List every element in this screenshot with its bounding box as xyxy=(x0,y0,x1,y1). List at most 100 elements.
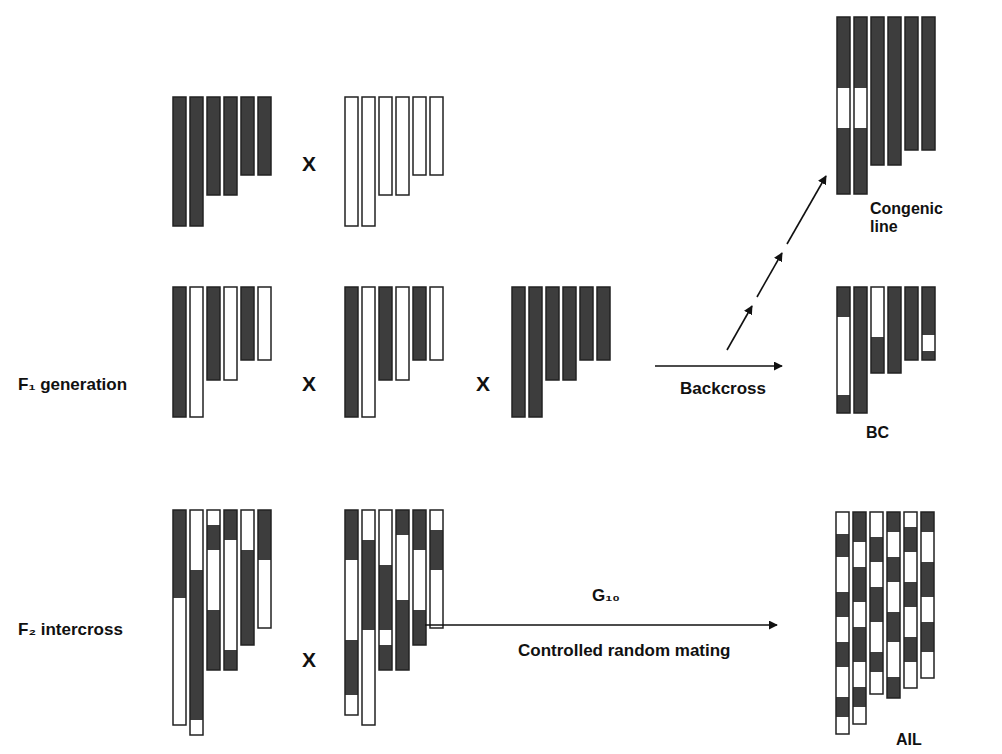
chromosome-segment xyxy=(546,287,559,380)
chromosome-segment xyxy=(854,17,867,194)
chromosome-segment xyxy=(854,128,867,194)
chromosome-segment xyxy=(379,510,392,670)
chromosome-segment xyxy=(854,287,867,413)
chromosome-segment xyxy=(430,287,443,360)
chromosome-segment xyxy=(396,510,409,670)
chromosome-segment xyxy=(888,17,901,165)
chromosome-segment xyxy=(345,560,358,640)
chromosome-segment xyxy=(837,317,850,395)
row-label: Backcross xyxy=(680,379,766,399)
chromosome-segment xyxy=(173,287,186,417)
chromosome-segment xyxy=(922,287,935,335)
congenic-arrow xyxy=(757,253,782,297)
group-label: BC xyxy=(866,424,906,442)
chromosome-segment xyxy=(379,565,392,630)
result-group: BC xyxy=(866,424,906,442)
chromosome-segment xyxy=(190,97,203,226)
chromosome-segment xyxy=(529,287,542,417)
chromosome-segment xyxy=(224,650,237,670)
chromosome-segment xyxy=(173,287,186,417)
chromosome-segment xyxy=(224,540,237,650)
chromosome-segment xyxy=(922,351,935,360)
chromosome-segment xyxy=(173,510,186,725)
chromosome-segment xyxy=(413,97,426,175)
chromosome-segment xyxy=(887,642,900,677)
chromosome-segment xyxy=(362,510,375,725)
chromosome-segment xyxy=(362,630,375,725)
chromosome-segment xyxy=(871,17,884,165)
chromosome-segment xyxy=(870,587,883,622)
chromosome-segment xyxy=(190,510,203,735)
row-label: F₂ intercross xyxy=(18,620,123,640)
chromosome-segment xyxy=(853,602,866,627)
chromosome-segment xyxy=(190,287,203,417)
chromosome-segment xyxy=(921,532,934,562)
chromosome-segment xyxy=(362,97,375,226)
chromosome-segment xyxy=(207,287,220,380)
chromosome-segment xyxy=(430,287,443,360)
intercross-arrow xyxy=(425,624,777,626)
chromosome-segment xyxy=(379,510,392,565)
row-label: G₁₀ xyxy=(592,586,620,606)
chromosome-segment xyxy=(207,510,220,525)
chromosome-segment xyxy=(853,542,866,567)
chromosome-segment xyxy=(563,287,576,380)
chromosome-segment xyxy=(173,97,186,226)
chromosome-segment xyxy=(413,510,426,550)
chromosome-segment xyxy=(887,612,900,642)
chromosome-segment xyxy=(870,562,883,587)
chromosome-segment xyxy=(871,287,884,337)
chromosome-segment xyxy=(921,512,934,532)
chromosome-segment xyxy=(413,550,426,610)
chromosome-segment xyxy=(870,512,883,537)
cross-symbol: X xyxy=(302,648,316,672)
chromosome-segment xyxy=(853,512,866,724)
chromosome-segment xyxy=(854,17,867,88)
chromosome-segment xyxy=(241,510,254,550)
chromosome-segment xyxy=(904,512,917,527)
chromosome-segment xyxy=(173,598,186,725)
chromosome-segment xyxy=(190,97,203,226)
chromosome-segment xyxy=(837,128,850,194)
chromosome-segment xyxy=(345,97,358,226)
chromosome-segment xyxy=(207,550,220,610)
chromosome-segment xyxy=(345,97,358,226)
backcross-arrow xyxy=(655,365,782,367)
chromosome-segment xyxy=(241,287,254,360)
chromosome-segment xyxy=(413,510,426,645)
chromosome-segment xyxy=(836,667,849,697)
congenic-arrow xyxy=(727,306,752,350)
chromosome-segment xyxy=(379,97,392,195)
chromosome-segment xyxy=(887,512,900,532)
chromosome-segment xyxy=(921,597,934,622)
chromosome-segment xyxy=(173,97,186,226)
chromosome-segment xyxy=(836,512,849,734)
chromosome-segment xyxy=(379,287,392,380)
chromosome-segment xyxy=(836,534,849,557)
row-label: F₁ generation xyxy=(18,375,127,395)
chromosome-segment xyxy=(836,557,849,592)
chromosome-segment xyxy=(837,287,850,413)
chromosome-segment xyxy=(512,287,525,417)
chromosome-segment xyxy=(887,582,900,612)
chromosome-segment xyxy=(853,707,866,724)
chromosome-segment xyxy=(362,287,375,417)
chromosome-segment xyxy=(887,512,900,698)
chromosome-segment xyxy=(836,717,849,734)
chromosome-segment xyxy=(888,287,901,373)
chromosome-segment xyxy=(258,560,271,628)
chromosome-segment xyxy=(190,720,203,735)
chromosome-segment xyxy=(362,540,375,630)
chromosome-segment xyxy=(922,17,935,150)
cross-symbol: X xyxy=(476,372,490,396)
chromosome-segment xyxy=(396,287,409,380)
chromosome-segment xyxy=(258,287,271,360)
chromosome-segment xyxy=(854,287,867,413)
chromosome-segment xyxy=(836,617,849,642)
result-group: AIL xyxy=(896,731,946,749)
chromosome-segment xyxy=(258,97,271,175)
chromosome-segment xyxy=(430,510,443,628)
chromosome-segment xyxy=(854,88,867,128)
chromosome-segment xyxy=(905,17,918,150)
